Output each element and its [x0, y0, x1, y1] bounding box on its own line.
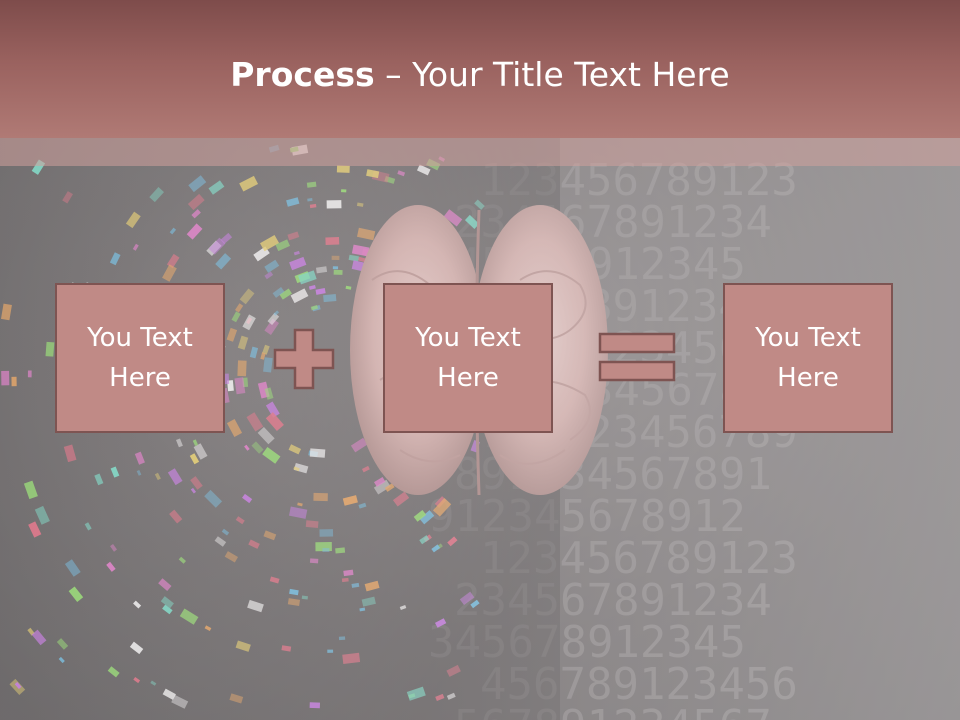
equals-icon: [598, 332, 676, 382]
title-bar-strip: [0, 138, 960, 166]
plus-icon: [273, 328, 335, 390]
slide-title-rest: – Your Title Text Here: [374, 55, 730, 94]
slide-title[interactable]: Process – Your Title Text Here: [0, 55, 960, 95]
process-box-3[interactable]: You Text Here: [723, 283, 893, 433]
process-box-1-text: You Text Here: [87, 323, 193, 393]
process-box-2-text: You Text Here: [415, 323, 521, 393]
process-box-2[interactable]: You Text Here: [383, 283, 553, 433]
title-bar: [0, 0, 960, 138]
slide-title-bold: Process: [230, 55, 375, 94]
process-box-1[interactable]: You Text Here: [55, 283, 225, 433]
process-box-3-text: You Text Here: [755, 323, 861, 393]
